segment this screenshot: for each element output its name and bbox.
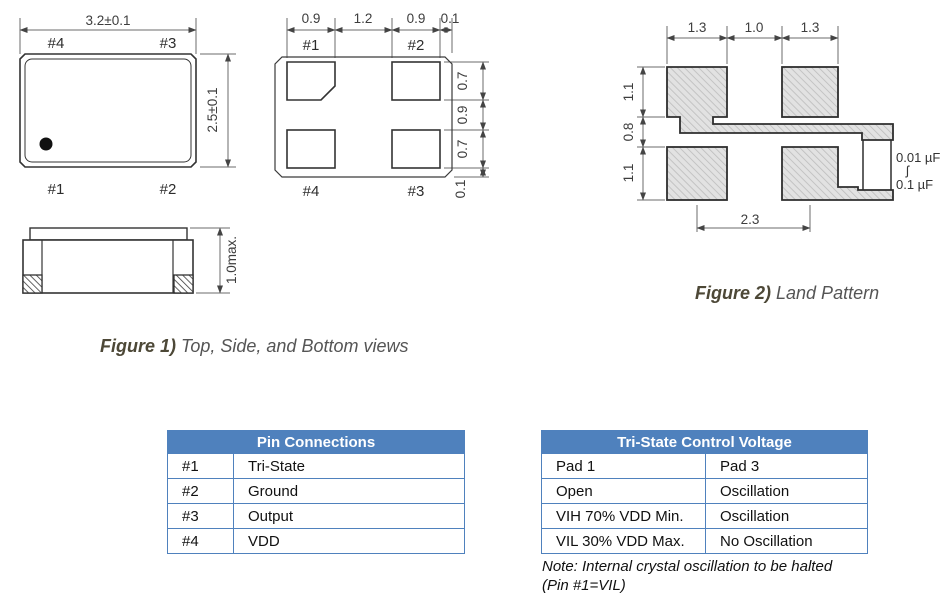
lp-dim-pad-height-bottom: 1.1 — [621, 164, 636, 183]
lp-pad-bottom-right-with-cap-bottom — [781, 146, 894, 201]
pad1-cell: VIL 30% VDD Max. — [541, 528, 706, 554]
side-view-drawing: 1.0max. — [22, 227, 239, 294]
pad3-cell: Oscillation — [705, 478, 868, 504]
pin-number-cell: #2 — [167, 478, 234, 504]
top-view-pin4-label: #4 — [48, 35, 65, 52]
tristate-control-table: Tri-State Control Voltage Pad 1 Pad 3 Op… — [541, 430, 868, 554]
bv-pin4-label: #4 — [303, 183, 320, 200]
tristate-note: Note: Internal crystal oscillation to be… — [542, 557, 902, 595]
lp-dim-pad-pitch: 2.3 — [741, 212, 760, 227]
bottom-view-dimension-lines — [286, 18, 489, 178]
top-view-width-dim: 3.2±0.1 — [86, 13, 131, 28]
lp-pad1-with-trace-and-cap-top — [666, 66, 894, 141]
figure1-caption: Figure 1) Top, Side, and Bottom views — [100, 336, 408, 357]
figure2-caption-number: Figure 2) — [695, 283, 772, 303]
lp-dim-pad-height-top: 1.1 — [621, 83, 636, 102]
tristate-table-title: Tri-State Control Voltage — [541, 430, 868, 454]
sv-height-dim: 1.0max. — [224, 236, 239, 284]
top-view-dimension-lines — [19, 18, 236, 168]
figure1-caption-text: Top, Side, and Bottom views — [176, 336, 409, 356]
land-pattern-drawing: 1.3 1.0 1.3 1.1 0.8 1.1 2.3 0.01 µF ʃ 0.… — [621, 20, 940, 232]
pin-function-cell: Output — [233, 503, 465, 529]
pad1-cell: Pad 1 — [541, 453, 706, 479]
pad3-cell: No Oscillation — [705, 528, 868, 554]
bv-pad4 — [286, 129, 336, 169]
pin-number-cell: #1 — [167, 453, 234, 479]
top-view-pin2-label: #2 — [160, 181, 177, 198]
bv-pad2 — [391, 61, 441, 101]
lp-cap-value-max: 0.1 µF — [896, 177, 933, 192]
table-row: #4 VDD — [167, 528, 465, 554]
bottom-view-drawing: 0.9 1.2 0.9 0.1 #1 #2 #4 #3 0.7 0.9 0.7 … — [274, 11, 489, 200]
lp-pad-top-right — [781, 66, 839, 118]
top-view-height-dim: 2.5±0.1 — [205, 88, 220, 133]
figure1-caption-number: Figure 1) — [100, 336, 177, 356]
bv-dim-pad-height-bottom: 0.7 — [455, 140, 470, 159]
pin-number-cell: #3 — [167, 503, 234, 529]
pad3-cell: Oscillation — [705, 503, 868, 529]
pin-connections-table: Pin Connections #1 Tri-State #2 Ground #… — [167, 430, 465, 554]
table-row: #3 Output — [167, 503, 465, 529]
table-row: VIL 30% VDD Max. No Oscillation — [541, 528, 868, 554]
tristate-note-line2: (Pin #1=VIL) — [542, 577, 626, 594]
sv-lid — [29, 227, 188, 241]
tristate-table-header-row: Tri-State Control Voltage — [541, 430, 868, 454]
sv-body — [22, 239, 194, 294]
pin-function-cell: Tri-State — [233, 453, 465, 479]
lp-dim-gap: 1.0 — [745, 20, 764, 35]
pin-table-header-row: Pin Connections — [167, 430, 465, 454]
table-row: VIH 70% VDD Min. Oscillation — [541, 503, 868, 529]
table-row: Open Oscillation — [541, 478, 868, 504]
pad1-cell: VIH 70% VDD Min. — [541, 503, 706, 529]
pad1-cell: Open — [541, 478, 706, 504]
land-pattern-dimension-lines — [637, 26, 839, 232]
bv-pin3-label: #3 — [408, 183, 425, 200]
bv-pad1 — [286, 61, 336, 101]
bv-pad3 — [391, 129, 441, 169]
pin-function-cell: Ground — [233, 478, 465, 504]
pin-function-cell: VDD — [233, 528, 465, 554]
bv-dim-pad-height-top: 0.7 — [455, 72, 470, 91]
sv-left-foot-metallization — [22, 274, 43, 294]
table-row: #2 Ground — [167, 478, 465, 504]
figure2-caption: Figure 2) Land Pattern — [695, 283, 879, 304]
pin-number-cell: #4 — [167, 528, 234, 554]
bv-dim-pad2-width: 0.9 — [407, 11, 426, 26]
lp-pad-bottom-left — [666, 146, 728, 201]
bv-dim-edge-margin: 0.1 — [441, 11, 460, 26]
lp-dim-pad-width-left: 1.3 — [688, 20, 707, 35]
table-row: #1 Tri-State — [167, 453, 465, 479]
top-view-package-outline — [19, 53, 197, 168]
bv-dim-vertical-gap: 0.9 — [455, 106, 470, 125]
top-view-drawing: 3.2±0.1 2.5±0.1 #4 #3 #1 #2 — [19, 13, 236, 198]
lp-cap-value-min: 0.01 µF — [896, 150, 940, 165]
bv-dim-bottom-margin: 0.1 — [453, 180, 468, 199]
top-view-lid-outline — [24, 58, 192, 163]
bottom-view-package-outline — [274, 56, 453, 178]
lp-dim-row-gap: 0.8 — [621, 123, 636, 142]
table-row: Pad 1 Pad 3 — [541, 453, 868, 479]
tristate-note-line1: Note: Internal crystal oscillation to be… — [542, 558, 833, 575]
lp-dim-pad-width-right: 1.3 — [801, 20, 820, 35]
side-view-dimension-lines — [190, 227, 230, 294]
lp-cap-range-tilde: ʃ — [905, 163, 910, 178]
pad3-cell: Pad 3 — [705, 453, 868, 479]
top-view-pin3-label: #3 — [160, 35, 177, 52]
bv-dim-pad-gap: 1.2 — [354, 11, 373, 26]
bv-pin1-label: #1 — [303, 37, 320, 54]
pin1-marker-dot — [39, 137, 53, 151]
bv-pin2-label: #2 — [408, 37, 425, 54]
top-view-pin1-label: #1 — [48, 181, 65, 198]
bv-dim-pad1-width: 0.9 — [302, 11, 321, 26]
figure2-caption-text: Land Pattern — [771, 283, 880, 303]
sv-right-foot-metallization — [173, 274, 194, 294]
pin-table-title: Pin Connections — [167, 430, 465, 454]
